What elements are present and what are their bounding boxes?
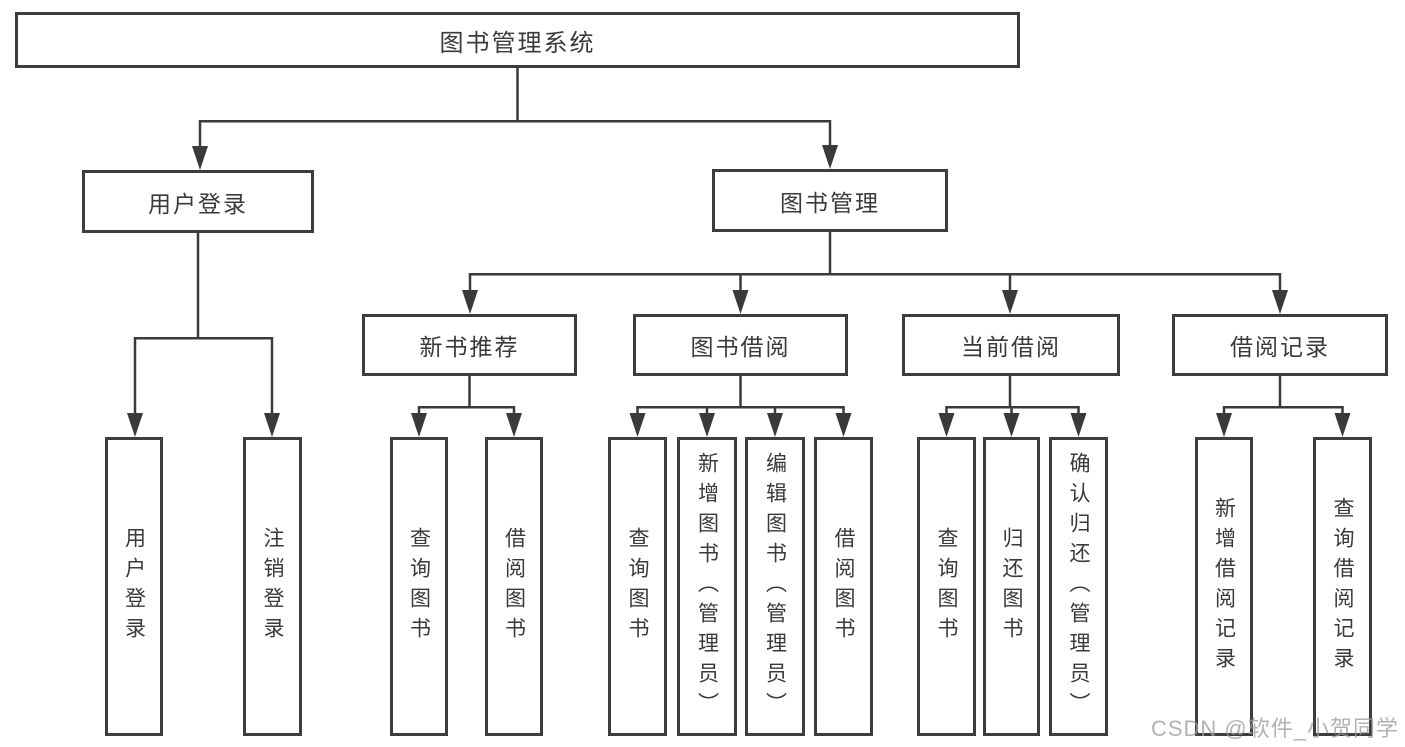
- leaf-label: 编辑图书（管理员）: [763, 451, 787, 722]
- leaf-query-books-current: 查询图书: [917, 437, 976, 736]
- leaf-logout: 注销登录: [243, 437, 302, 736]
- leaf-query-books-borrow: 查询图书: [608, 437, 667, 736]
- leaf-label: 新增图书（管理员）: [695, 451, 719, 722]
- leaf-label: 查询借阅记录: [1331, 496, 1355, 677]
- leaf-label: 查询图书: [626, 526, 650, 647]
- node-borrow-records: 借阅记录: [1172, 314, 1388, 376]
- leaf-label: 查询图书: [407, 526, 431, 647]
- csdn-watermark: CSDN @软件_小贺同学: [1150, 716, 1399, 741]
- node-root-library-system: 图书管理系统: [15, 12, 1020, 68]
- leaf-query-borrow-record: 查询借阅记录: [1313, 437, 1372, 736]
- node-book-management: 图书管理: [712, 169, 948, 232]
- leaf-label: 注销登录: [261, 526, 285, 647]
- leaf-confirm-return-admin: 确认归还（管理员）: [1049, 437, 1108, 736]
- leaf-query-books-recommend: 查询图书: [390, 437, 448, 736]
- leaf-label: 查询图书: [935, 526, 959, 647]
- arrowheads: [127, 145, 1351, 437]
- leaf-add-borrow-record: 新增借阅记录: [1195, 437, 1253, 736]
- node-new-book-recommend: 新书推荐: [362, 314, 577, 376]
- leaf-label: 用户登录: [122, 526, 146, 647]
- node-current-borrow: 当前借阅: [902, 314, 1120, 376]
- leaf-borrow-books: 借阅图书: [814, 437, 873, 736]
- node-user-login: 用户登录: [82, 170, 314, 233]
- leaf-return-book: 归还图书: [983, 437, 1040, 736]
- node-book-borrow: 图书借阅: [633, 314, 848, 376]
- leaf-label: 新增借阅记录: [1212, 496, 1236, 677]
- leaf-label: 归还图书: [1000, 526, 1024, 647]
- leaf-edit-book-admin: 编辑图书（管理员）: [745, 437, 805, 736]
- leaf-borrow-books-recommend: 借阅图书: [485, 437, 543, 736]
- leaf-label: 借阅图书: [832, 526, 856, 647]
- leaf-user-login: 用户登录: [105, 437, 163, 736]
- leaf-label: 确认归还（管理员）: [1067, 451, 1091, 722]
- leaf-label: 借阅图书: [502, 526, 526, 647]
- leaf-add-book-admin: 新增图书（管理员）: [677, 437, 737, 736]
